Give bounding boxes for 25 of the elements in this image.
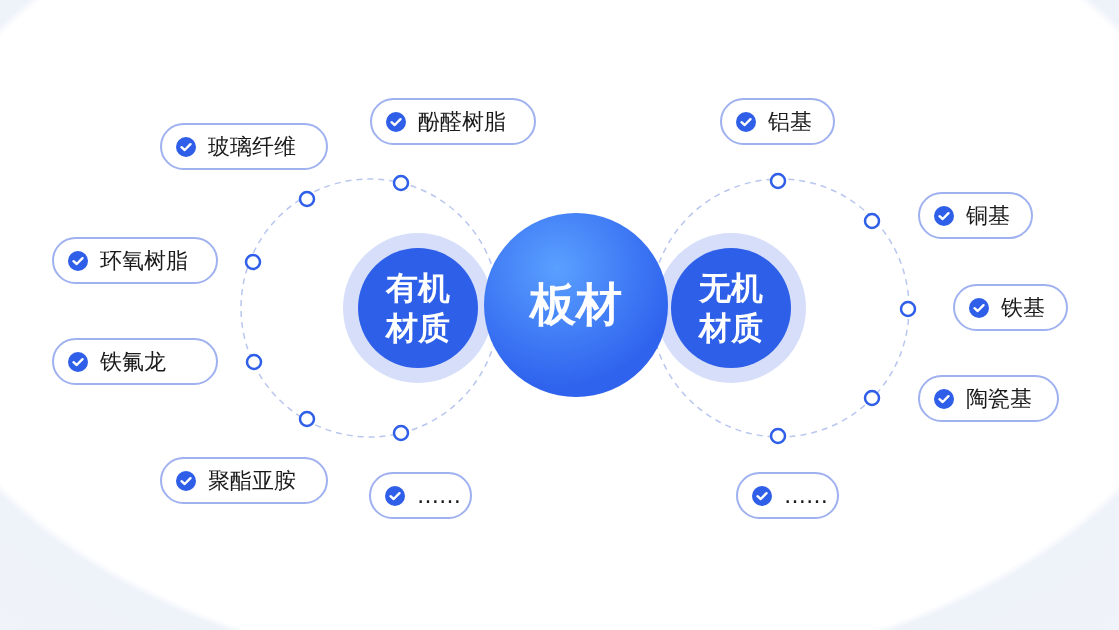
tag-pill [720, 98, 835, 145]
tag-pill [160, 123, 328, 170]
tag-label: 环氧树脂 [100, 246, 188, 275]
tag-label: 铝基 [768, 107, 812, 136]
tag-pill [369, 472, 472, 519]
tag-pill [953, 284, 1068, 331]
tag-label: 铜基 [966, 201, 1010, 230]
circle-label: 板材 [530, 276, 622, 333]
tag-pill [370, 98, 536, 145]
tag-pill [736, 472, 839, 519]
tag-label: 铁氟龙 [100, 347, 166, 376]
tag-label: …… [784, 483, 828, 508]
tag-label: …… [417, 483, 461, 508]
circle-label: 有机材质 [384, 268, 451, 348]
tag-label: 陶瓷基 [966, 384, 1032, 413]
tag-label: 玻璃纤维 [208, 132, 296, 161]
tag-pill [52, 338, 218, 385]
tag-pill [918, 375, 1059, 422]
tag-pill [918, 192, 1033, 239]
circle-label: 无机材质 [697, 268, 764, 348]
tag-label: 铁基 [1001, 293, 1045, 322]
tag-label: 聚酯亚胺 [208, 466, 296, 495]
tag-pill [52, 237, 218, 284]
tag-pill [160, 457, 328, 504]
tag-label: 酚醛树脂 [418, 107, 506, 136]
